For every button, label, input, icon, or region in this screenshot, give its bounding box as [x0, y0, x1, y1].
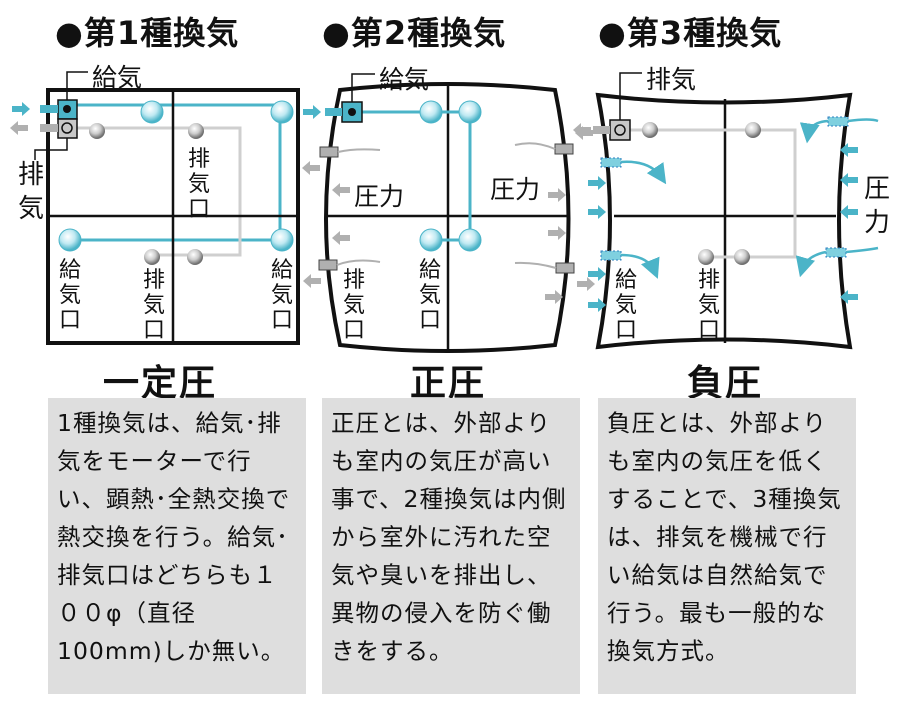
title-type1: ●第1種換気 [55, 14, 240, 52]
type1-supply-port-label-right: 給気口 [270, 258, 293, 333]
diagram-type3 [573, 72, 879, 350]
type3-exhaust-label: 排気 [646, 65, 697, 94]
type3-exhaust-port-label: 排気口 [697, 268, 720, 343]
description-type1: 1種換気は、給気･排気をモーターで行い、顕熱･全熱交換で熱交換を行う。給気･排気… [48, 398, 306, 694]
mode-positive-pressure: 正圧 [409, 363, 486, 404]
type1-supply-label: 給気 [92, 63, 143, 92]
type2-supply-label: 給気 [379, 65, 430, 94]
diagram-type1 [10, 71, 300, 345]
type2-exhaust-port-label: 排気口 [342, 268, 365, 343]
type1-exhaust-label: 排気 [17, 160, 44, 224]
description-type2: 正圧とは、外部よりも室内の気圧が高い事で、2種換気は内側から室外に汚れた空気や臭… [322, 398, 580, 694]
title-type2: ●第2種換気 [322, 14, 507, 52]
type1-exhaust-port-label-bottom: 排気口 [142, 268, 165, 343]
title-type3: ●第3種換気 [598, 14, 783, 52]
type2-supply-port-label: 給気口 [418, 258, 441, 333]
mode-negative-pressure: 負圧 [686, 363, 763, 404]
type3-pressure-label: 圧力 [863, 174, 890, 238]
type3-supply-port-label: 給気口 [614, 268, 637, 343]
mode-constant-pressure: 一定圧 [102, 363, 217, 404]
description-type3: 負圧とは、外部よりも室内の気圧を低くすることで、3種換気は、排気を機械で行い給気… [598, 398, 856, 694]
type2-pressure-label-left: 圧力 [354, 182, 405, 211]
type2-pressure-label-right: 圧力 [490, 175, 541, 204]
type1-supply-port-label-left: 給気口 [58, 258, 81, 333]
type1-exhaust-port-label: 排気口 [187, 147, 210, 222]
diagram-type2 [302, 73, 595, 353]
